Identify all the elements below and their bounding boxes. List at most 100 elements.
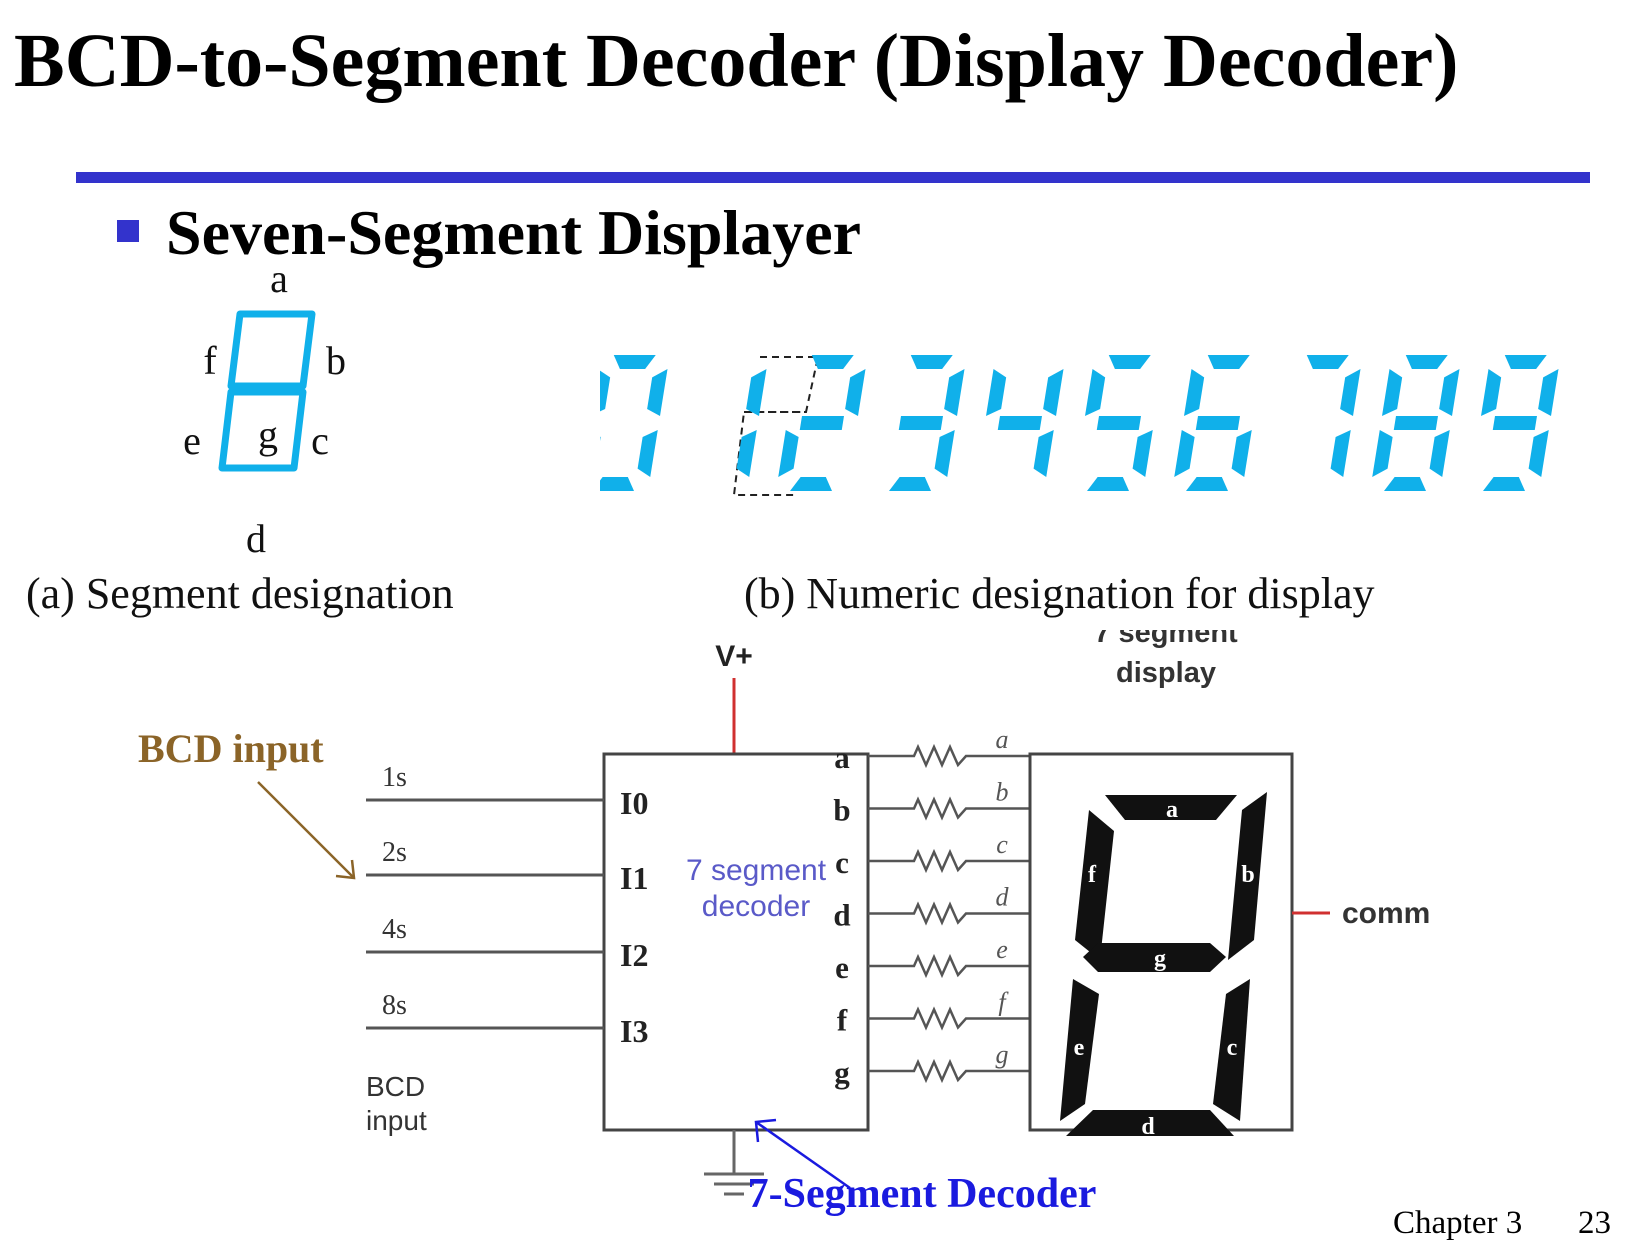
decoder-label-line2: decoder: [702, 890, 810, 923]
output-pin-g: g: [834, 1055, 850, 1090]
resistor-g: [868, 1058, 1030, 1084]
decoder-annotation: 7-Segment Decoder: [748, 1171, 1097, 1217]
digit-6: [1174, 355, 1252, 491]
subtitle: Seven-Segment Displayer: [166, 197, 862, 268]
display-seg-f: [1075, 810, 1114, 960]
resistor-label-a: a: [996, 725, 1009, 754]
digit-3-segment-d: [889, 477, 931, 491]
slide-title: BCD-to-Segment Decoder (Display Decoder): [14, 19, 1459, 103]
resistor-c: [868, 848, 1030, 874]
digit-2-segment-g: [799, 416, 844, 430]
bullet-square: [117, 220, 139, 242]
input-weight-4s: 4s: [382, 914, 407, 945]
digit-5-segment-d: [1087, 477, 1129, 491]
digit-9-segment-a: [1504, 355, 1547, 369]
digit-4: [986, 369, 1064, 477]
digit-9-segment-d: [1483, 477, 1525, 491]
digit-6-segment-d: [1186, 477, 1228, 491]
input-pin-I3: I3: [620, 1013, 648, 1049]
caption-numeric-designation: (b) Numeric designation for display: [744, 569, 1375, 618]
digit-5-segment-f: [1085, 369, 1106, 416]
digit-3-segment-g: [898, 416, 943, 430]
digit-1-segment-b: [746, 369, 767, 416]
digit-5: [1085, 355, 1153, 491]
input-pin-I1: I1: [620, 860, 648, 896]
input-pin-I0: I0: [620, 785, 648, 821]
display-label-c: c: [1227, 1035, 1238, 1061]
digit-8-segment-d: [1384, 477, 1426, 491]
digit-6-segment-g: [1195, 416, 1240, 430]
digit-8-segment-a: [1405, 355, 1448, 369]
digit-6-segment-a: [1207, 355, 1250, 369]
output-pin-e: e: [835, 950, 849, 985]
display-label-g: g: [1154, 946, 1166, 972]
digit-7-segment-a: [1306, 355, 1349, 369]
digit-1-segment-c: [736, 430, 757, 477]
digit-7-segment-b: [1340, 369, 1361, 416]
numeric-digits-row: [600, 355, 1559, 496]
digit-6-segment-e: [1174, 430, 1195, 477]
segment-designation-figure: a b c d e f g: [183, 262, 346, 561]
display-seg-a: [1105, 795, 1237, 820]
digit-2-segment-a: [811, 355, 854, 369]
output-pin-a: a: [834, 740, 850, 775]
resistor-b: [868, 796, 1030, 821]
resistor-f: [868, 1006, 1030, 1031]
segment-outline-upper: [227, 310, 316, 390]
display-title-line2: display: [1116, 657, 1216, 689]
digit-1-dashed-guide: [732, 356, 820, 496]
digit-5-segment-g: [1096, 416, 1141, 430]
resistor-label-d: d: [996, 883, 1010, 912]
digit-0-segment-b: [647, 369, 668, 416]
bcd-input-annotation: BCD input: [138, 726, 324, 771]
digit-2-segment-e: [778, 430, 799, 477]
digit-8-segment-b: [1439, 369, 1460, 416]
digit-8-segment-c: [1429, 430, 1450, 477]
label-a: a: [270, 262, 288, 301]
resistor-d: [868, 901, 1030, 926]
digit-8-segment-e: [1372, 430, 1393, 477]
decoder-box: [602, 752, 870, 1132]
display-label-e: e: [1074, 1035, 1085, 1061]
output-pin-f: f: [837, 1003, 848, 1038]
display-title-line1: 7 segment: [1094, 630, 1238, 649]
digit-3-segment-a: [910, 355, 953, 369]
digit-0-segment-c: [637, 430, 658, 477]
bcd-input-label-line2: input: [366, 1105, 427, 1136]
digit-9-segment-b: [1538, 369, 1559, 416]
display-label-a: a: [1166, 797, 1178, 823]
digit-9-segment-c: [1528, 430, 1549, 477]
ground-icon: [704, 1130, 764, 1196]
digit-1: [736, 369, 767, 477]
display-seg-d: [1066, 1110, 1234, 1136]
digit-5-segment-c: [1132, 430, 1153, 477]
digit-0-segment-a: [613, 355, 656, 369]
caption-segment-designation: (a) Segment designation: [26, 569, 454, 618]
digit-8-segment-g: [1393, 416, 1438, 430]
label-g: g: [258, 412, 278, 457]
label-f: f: [203, 338, 217, 383]
display-label-b: b: [1241, 862, 1254, 888]
decoder-label-line1: 7 segment: [686, 854, 827, 887]
digit-5-segment-a: [1108, 355, 1151, 369]
input-pin-I2: I2: [620, 937, 648, 973]
segment-outline-lower: [218, 388, 307, 472]
common-label: common: [1342, 897, 1430, 930]
footer-page-number: 23: [1578, 1205, 1611, 1241]
digit-4-segment-b: [1043, 369, 1064, 416]
display-segments: [1060, 792, 1267, 1136]
display-label-d: d: [1141, 1114, 1155, 1140]
bcd-input-arrow: [257, 781, 356, 880]
digit-6-segment-f: [1184, 369, 1205, 416]
digit-2: [778, 355, 866, 491]
decoder-arrow: [754, 1118, 851, 1190]
digit-9-segment-f: [1481, 369, 1502, 416]
digit-8: [1372, 355, 1460, 491]
input-weight-1s: 1s: [382, 762, 407, 793]
digit-9: [1481, 355, 1559, 491]
input-weight-8s: 8s: [382, 990, 407, 1021]
resistor-label-f: f: [998, 988, 1009, 1017]
resistor-label-g: g: [996, 1040, 1009, 1069]
digit-2-segment-d: [790, 477, 832, 491]
